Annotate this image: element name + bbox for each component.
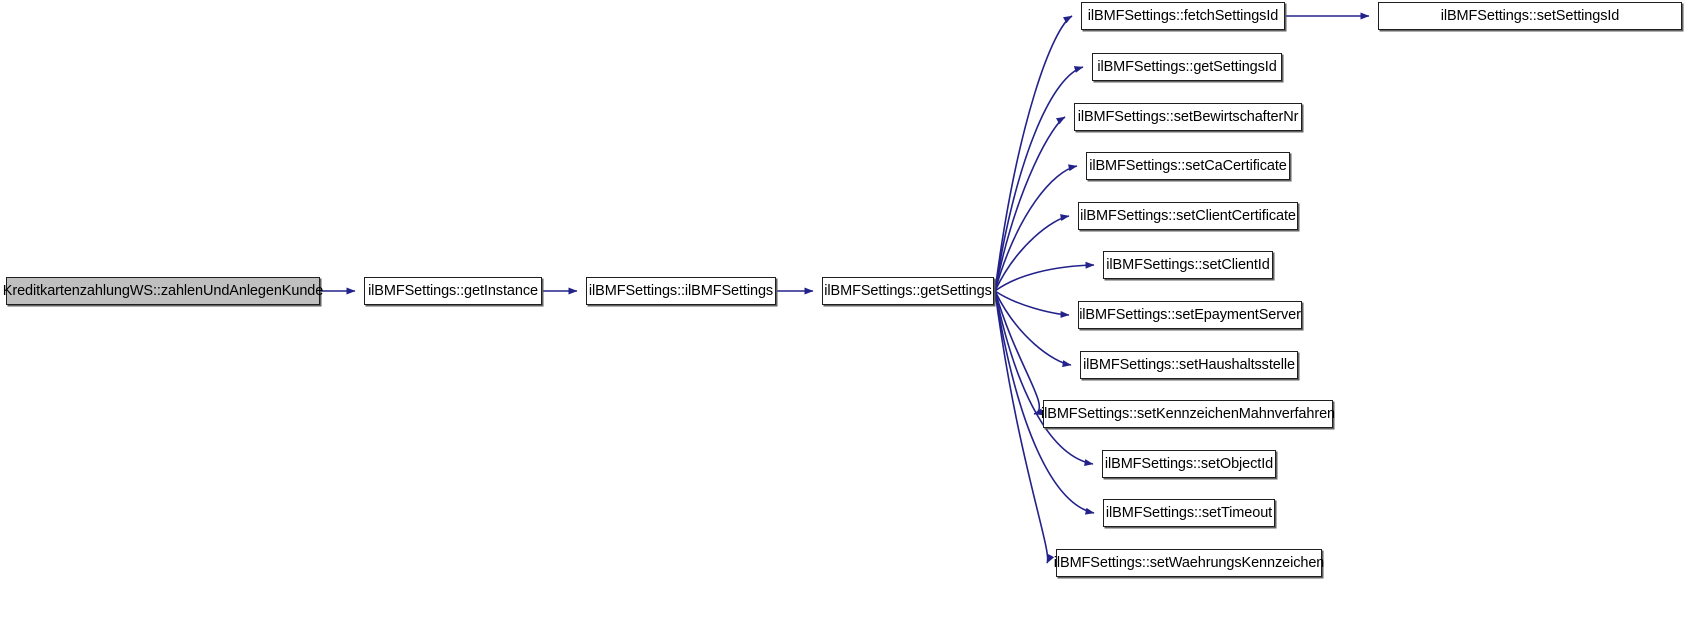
graph-node[interactable]: ilBMFSettings::setObjectId <box>1102 450 1276 478</box>
graph-node[interactable]: ilBMFSettings::fetchSettingsId <box>1081 2 1285 30</box>
graph-edge <box>994 164 1078 292</box>
graph-node[interactable]: ilBMFSettings::setClientId <box>1103 251 1273 279</box>
graph-node-label: ilBMFSettings::setWaehrungsKennzeichen <box>1053 554 1325 571</box>
graph-edge <box>994 15 1073 292</box>
graph-node[interactable]: ilBMFSettings::getInstance <box>364 277 542 305</box>
graph-edge <box>994 290 1070 318</box>
graph-edge <box>994 290 1072 368</box>
graph-node-label: ilBMFSettings::getSettingsId <box>1097 58 1277 75</box>
graph-node[interactable]: ilBMFSettings::setSettingsId <box>1378 2 1682 30</box>
graph-node[interactable]: ilBMFSettings::setEpaymentServer <box>1078 301 1302 329</box>
graph-node-label: ilBMFSettings::setSettingsId <box>1440 7 1620 24</box>
graph-node-label: ilBMFSettings::setClientCertificate <box>1080 207 1296 224</box>
graph-edge <box>994 66 1084 292</box>
graph-node[interactable]: ilBMFSettings::setWaehrungsKennzeichen <box>1054 549 1324 577</box>
graph-node-label: KreditkartenzahlungWS::zahlenUndAnlegenK… <box>2 282 324 299</box>
graph-node-label: ilBMFSettings::setClientId <box>1106 256 1270 273</box>
graph-node[interactable]: ilBMFSettings::setTimeout <box>1103 499 1275 527</box>
graph-node-label: ilBMFSettings::setKennzeichenMahnverfahr… <box>1041 405 1336 422</box>
graph-node-label: ilBMFSettings::fetchSettingsId <box>1087 7 1279 24</box>
graph-node-label: ilBMFSettings::getSettings <box>824 282 992 299</box>
graph-node-label: ilBMFSettings::setEpaymentServer <box>1079 306 1301 323</box>
graph-node[interactable]: ilBMFSettings::setCaCertificate <box>1086 152 1290 180</box>
graph-edge <box>994 261 1095 292</box>
graph-node-label: ilBMFSettings::getInstance <box>368 282 538 299</box>
graph-edge <box>994 214 1070 292</box>
graph-edge <box>994 290 1044 416</box>
graph-node[interactable]: ilBMFSettings::getSettings <box>822 277 994 305</box>
graph-node-label: ilBMFSettings::ilBMFSettings <box>588 282 774 299</box>
graph-node-label: ilBMFSettings::setBewirtschafterNr <box>1077 108 1299 125</box>
graph-edge <box>994 116 1066 292</box>
graph-node[interactable]: ilBMFSettings::setClientCertificate <box>1078 202 1298 230</box>
graph-node[interactable]: ilBMFSettings::setKennzeichenMahnverfahr… <box>1041 400 1335 428</box>
graph-node-label: ilBMFSettings::setTimeout <box>1105 504 1273 521</box>
graph-node[interactable]: ilBMFSettings::setBewirtschafterNr <box>1074 103 1302 131</box>
graph-node[interactable]: ilBMFSettings::getSettingsId <box>1092 53 1282 81</box>
graph-node-label: ilBMFSettings::setHaushaltsstelle <box>1083 356 1295 373</box>
graph-edge <box>994 290 1055 564</box>
graph-node[interactable]: ilBMFSettings::setHaushaltsstelle <box>1080 351 1298 379</box>
graph-node[interactable]: ilBMFSettings::ilBMFSettings <box>586 277 776 305</box>
graph-node-label: ilBMFSettings::setObjectId <box>1104 455 1274 472</box>
graph-node[interactable]: KreditkartenzahlungWS::zahlenUndAnlegenK… <box>3 277 323 305</box>
graph-node-label: ilBMFSettings::setCaCertificate <box>1089 157 1287 174</box>
